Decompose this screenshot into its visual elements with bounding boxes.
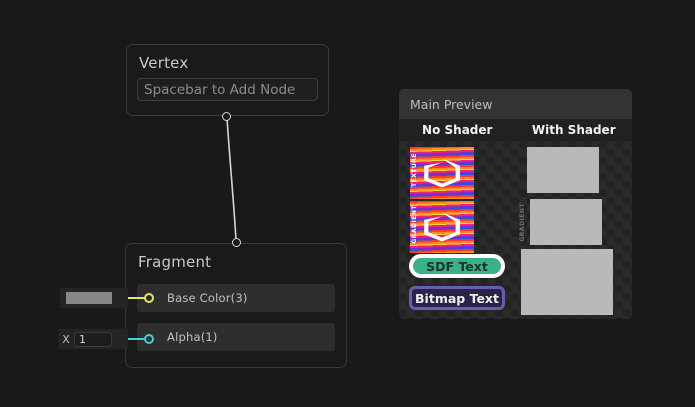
texture-block-with-shader	[527, 147, 599, 193]
add-node-input[interactable]: Spacebar to Add Node	[137, 78, 318, 101]
slot-label-base-color: Base Color(3)	[167, 291, 248, 305]
column-header-with-shader: With Shader	[531, 123, 616, 137]
alpha-input-port[interactable]	[144, 334, 154, 344]
bitmap-text-sample: Bitmap Text	[409, 286, 505, 310]
row-label-texture: TEXTURE	[411, 153, 418, 188]
vertex-node-title: Vertex	[139, 54, 189, 72]
preview-canvas[interactable]: TEXTURE GRADIENT GRADIENT SDF Text Bitma…	[399, 141, 632, 319]
slot-row-alpha[interactable]: Alpha(1)	[137, 323, 335, 351]
base-color-stub	[128, 297, 146, 299]
cube-icon	[410, 147, 474, 199]
preview-title: Main Preview	[410, 96, 493, 112]
alpha-stub	[127, 338, 145, 340]
cube-icon	[410, 201, 474, 253]
vector-axis-label: X	[62, 332, 70, 346]
texture-sprite-no-shader	[410, 147, 474, 199]
row-label-gradient-with-shader: GRADIENT	[519, 203, 526, 242]
base-color-swatch-widget[interactable]	[60, 288, 128, 308]
slot-row-base-color[interactable]: Base Color(3)	[137, 284, 335, 312]
preview-header: Main Preview	[399, 89, 632, 119]
preview-column-headers: No Shader With Shader	[399, 119, 632, 141]
gradient-block-with-shader	[530, 199, 602, 245]
base-color-input-port[interactable]	[144, 293, 154, 303]
main-preview-panel[interactable]: Main Preview No Shader With Shader TEXTU…	[399, 89, 632, 319]
column-header-no-shader: No Shader	[422, 123, 493, 137]
sdf-text-sample: SDF Text	[409, 254, 505, 278]
alpha-value-input[interactable]: 1	[74, 331, 112, 347]
slot-label-alpha: Alpha(1)	[167, 330, 218, 344]
fragment-node-title: Fragment	[138, 253, 212, 271]
wire-vertex-to-fragment	[226, 117, 237, 241]
fragment-node[interactable]: Fragment Base Color(3) Alpha(1)	[125, 243, 347, 368]
alpha-value-widget[interactable]: X 1	[58, 329, 128, 349]
vertex-node[interactable]: Vertex Spacebar to Add Node	[126, 44, 329, 116]
fragment-input-port-top[interactable]	[232, 238, 241, 247]
row-label-gradient: GRADIENT	[411, 205, 418, 244]
gradient-sprite-no-shader	[410, 201, 474, 253]
color-swatch[interactable]	[66, 292, 112, 304]
vertex-output-port[interactable]	[222, 112, 231, 121]
text-block-with-shader	[521, 249, 613, 315]
